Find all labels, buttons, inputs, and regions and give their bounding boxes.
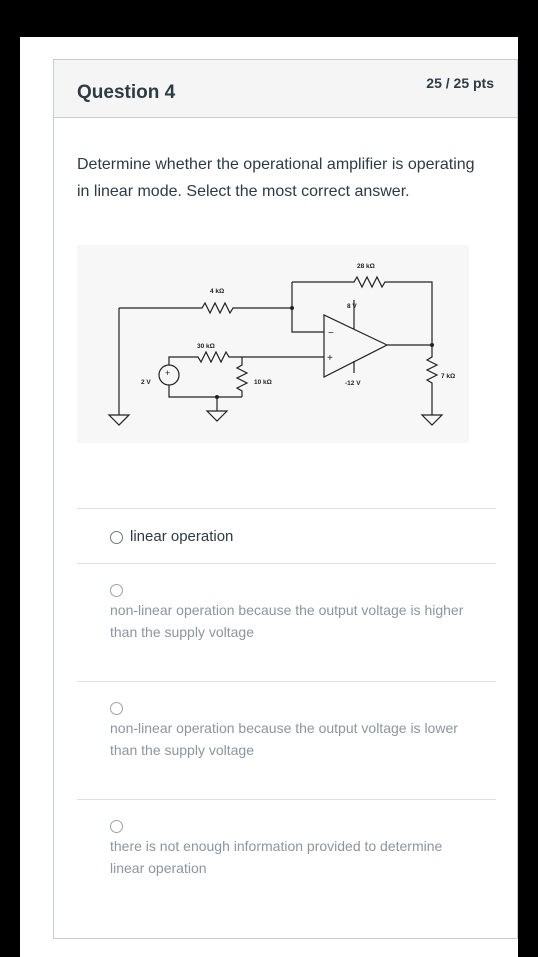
wire-inverting	[291, 282, 324, 333]
op-amp-plus: +	[327, 353, 333, 364]
circuit-nodes	[215, 306, 434, 399]
answer-divider-2	[77, 681, 496, 682]
question-header: Question 4 25 / 25 pts	[54, 60, 517, 118]
resistor-10k	[235, 357, 249, 397]
op-amp-signs: − + +	[165, 328, 334, 378]
label-7k: 7 kΩ	[441, 373, 455, 380]
question-points: 25 / 25 pts	[426, 75, 494, 91]
answer-divider-3	[77, 799, 496, 800]
circuit-diagram: 28 kΩ 4 kΩ 8 V 30 kΩ 7 kΩ 2 V 10 kΩ -12 …	[77, 245, 469, 443]
resistor-7k	[387, 344, 439, 415]
answer-divider-1	[77, 563, 496, 564]
label-source: 2 V	[141, 379, 151, 386]
question-card: Question 4 25 / 25 pts Determine whether…	[53, 59, 518, 939]
source-plus: +	[165, 368, 170, 378]
label-4k: 4 kΩ	[210, 288, 224, 295]
answer-1-label: linear operation	[130, 528, 234, 545]
circuit-wires	[107, 275, 444, 426]
question-text: Determine whether the operational amplif…	[77, 156, 475, 200]
label-30k: 30 kΩ	[197, 343, 215, 350]
answer-2-label: non-linear operation because the output …	[110, 602, 464, 640]
wire-source-bottom	[168, 385, 242, 398]
label-10k: 10 kΩ	[254, 379, 272, 386]
op-amp	[323, 314, 389, 378]
node-output	[430, 343, 434, 347]
answer-1-radio[interactable]	[110, 531, 123, 544]
circuit-svg: 28 kΩ 4 kΩ 8 V 30 kΩ 7 kΩ 2 V 10 kΩ -12 …	[107, 263, 455, 426]
answer-4-radio[interactable]	[110, 820, 123, 833]
node-ground	[215, 395, 219, 399]
label-28k: 28 kΩ	[357, 263, 375, 270]
resistor-30k	[168, 350, 324, 365]
answer-3-label: non-linear operation because the output …	[110, 720, 458, 758]
node-inverting	[290, 306, 294, 310]
ground-mid	[205, 410, 229, 422]
answer-2-radio[interactable]	[110, 584, 123, 597]
label-supply-pos: 8 V	[347, 303, 357, 310]
resistor-28k	[292, 275, 433, 345]
circuit-labels: 28 kΩ 4 kΩ 8 V 30 kΩ 7 kΩ 2 V 10 kΩ -12 …	[141, 263, 455, 387]
ground-right	[420, 414, 444, 426]
answer-4-label: there is not enough information provided…	[110, 838, 443, 876]
question-title: Question 4	[77, 82, 176, 103]
page: Question 4 25 / 25 pts Determine whether…	[20, 37, 518, 957]
op-amp-minus: −	[328, 328, 334, 339]
ground-left	[107, 414, 131, 426]
answers-top-divider	[77, 508, 496, 509]
answer-3-radio[interactable]	[110, 702, 123, 715]
resistor-4k	[119, 301, 292, 315]
label-supply-neg: -12 V	[345, 380, 361, 387]
